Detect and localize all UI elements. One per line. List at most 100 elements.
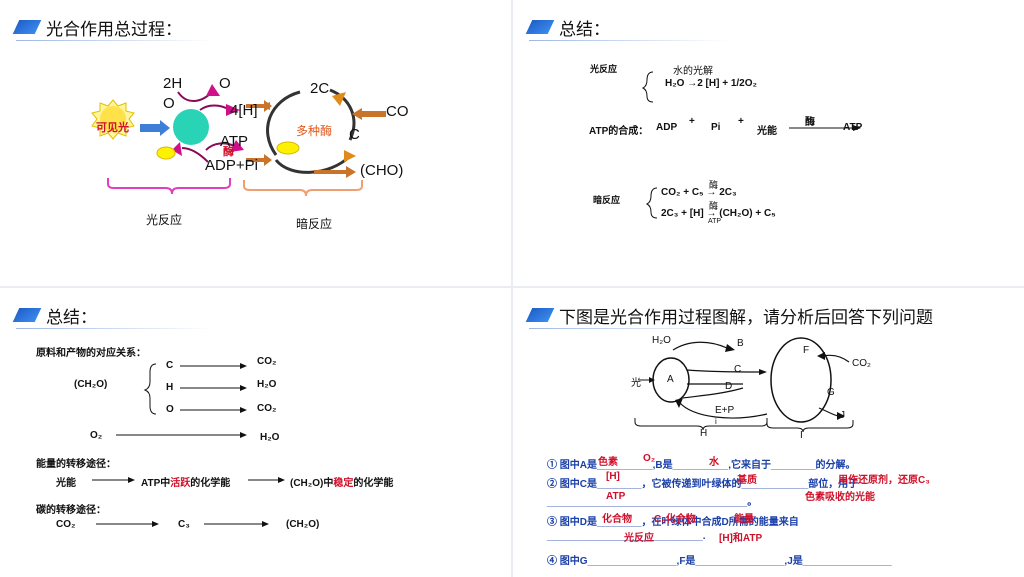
answer-3b: C₅化合物 xyxy=(654,514,696,525)
answer-2b: 基质 xyxy=(737,475,757,486)
diagram-h: H xyxy=(700,428,708,439)
stable-word: 稳定 xyxy=(333,478,354,489)
adp-term: ADP xyxy=(656,122,678,133)
question-1: ① 图中A是__________,B是__________,它来自于______… xyxy=(547,460,856,471)
enzyme-over-arrow: 酶 xyxy=(805,117,815,128)
energy-ch2o-stage: (CH₂O)中稳定的化学能 xyxy=(290,474,393,489)
c-source-co2: CO₂ xyxy=(257,356,277,367)
slide-header: 总结： xyxy=(525,14,610,40)
multi-enzyme-label: 多种酶 xyxy=(296,124,333,138)
slide-header: 下图是光合作用过程图解，请分析后回答下列问题 xyxy=(525,302,933,328)
co-label: CO xyxy=(386,103,409,120)
question-4: ④ 图中G________________,F是________________… xyxy=(547,556,892,567)
diagram-c: C xyxy=(734,364,742,375)
equations-lines xyxy=(641,71,861,219)
diagram-h2o: H₂O xyxy=(652,335,671,346)
diagram-a: A xyxy=(667,374,674,385)
slide-question: 下图是光合作用过程图解，请分析后回答下列问题 H₂O B 光 A C D F C… xyxy=(513,288,1024,577)
slide-title: 下图是光合作用过程图解，请分析后回答下列问题 xyxy=(559,307,933,327)
chem-energy-text-1: 的化学能 xyxy=(190,478,231,489)
c3-reduction-equation: 2C₃ + [H] → (CH₂O) + C₅ xyxy=(661,208,776,219)
o-source-co2: CO₂ xyxy=(257,403,277,414)
water-photolysis-label: 水的光解 xyxy=(673,66,713,77)
enzyme-label: 酶 xyxy=(223,146,234,158)
header-underline xyxy=(529,328,729,329)
pigment-circle xyxy=(173,109,209,145)
overview-diagram xyxy=(91,84,386,197)
light-arrow-icon xyxy=(140,120,170,136)
answer-2a: [H] xyxy=(606,471,620,482)
answer-2e: 色素吸收的光能 xyxy=(805,492,875,503)
question-diagram xyxy=(634,337,854,433)
element-c: C xyxy=(166,360,174,371)
ch2o-source: (CH₂O) xyxy=(74,379,108,390)
light-energy-term: 光能 xyxy=(757,126,777,137)
energy-path-heading: 能量的转移途径： xyxy=(36,459,116,470)
h2o-label-top: 2H xyxy=(163,75,183,92)
enzyme-over-eq1: 酶 xyxy=(709,180,719,190)
diagram-co2: CO₂ xyxy=(852,358,871,369)
answer-2c: 用作还原剂，还原C₃ xyxy=(838,475,930,486)
carbon-c3: C₃ xyxy=(178,519,190,530)
light-energy: 光能 xyxy=(56,478,76,489)
active-word: 活跃 xyxy=(170,478,191,489)
slide-title: 光合作用总过程： xyxy=(46,19,182,39)
question-2: ② 图中C是________，它被传递到叶绿体的____________部位，用… xyxy=(547,479,859,490)
carbon-ch2o: (CH₂O) xyxy=(286,519,320,530)
diagram-j: J xyxy=(840,410,845,421)
dark-reaction-label: 暗反应 xyxy=(296,217,333,231)
diagram-big-i: I xyxy=(800,430,803,441)
atp-label: ATP xyxy=(220,133,249,150)
diagram-g: G xyxy=(827,387,835,398)
slide-header: 光合作用总过程： xyxy=(12,14,182,40)
oxygen-label: O xyxy=(219,75,231,92)
answer-3e: [H]和ATP xyxy=(719,533,763,544)
diagram-ep: E+P xyxy=(715,405,735,416)
atp-in-text: ATP中 xyxy=(141,478,171,489)
small-sun-icon xyxy=(156,146,176,160)
answer-3a: 化合物 xyxy=(602,514,632,525)
o2-source-h2o: H₂O xyxy=(260,432,280,443)
atp-product: ATP xyxy=(843,122,863,133)
enzyme-over-eq2: 酶 xyxy=(709,201,719,211)
plus-sign-2: + xyxy=(738,116,744,127)
h2o-label-bottom: O xyxy=(163,95,175,112)
ch2o-in-text: (CH₂O)中 xyxy=(290,478,334,489)
answer-3c: 能量 xyxy=(734,514,754,525)
light-reaction-heading: 光反应 xyxy=(590,64,618,74)
chem-energy-text-2: 的化学能 xyxy=(353,478,394,489)
slide-header: 总结： xyxy=(12,302,97,328)
element-h: H xyxy=(166,382,174,393)
diagram-light: 光 xyxy=(631,378,641,389)
h-source-h2o: H₂O xyxy=(257,379,277,390)
c-label: C xyxy=(349,126,360,143)
slide-photosynthesis-overview: 光合作用总过程： 可见光 xyxy=(0,0,511,286)
c2-label: 2C xyxy=(310,80,330,97)
answer-3d: 光反应 xyxy=(624,533,654,544)
atp-under-arrow: ATP xyxy=(708,218,722,225)
answer-2d: ATP xyxy=(606,491,626,502)
hydrogen-label: 4[H] xyxy=(230,102,258,119)
small-sun-icon-2 xyxy=(276,141,300,155)
element-o: O xyxy=(166,404,174,415)
diagram-b: B xyxy=(737,338,744,349)
answer-1b: O₂ xyxy=(643,453,656,464)
question-3: ③ 图中D是________，在叶绿体中合成D所需的能量来自 xyxy=(547,517,799,528)
answer-1c: 水 xyxy=(709,457,719,468)
header-underline xyxy=(529,40,729,41)
pi-term: Pi xyxy=(711,122,721,133)
correspondence-heading: 原料和产物的对应关系： xyxy=(36,348,146,359)
question-3-line: ____________________________. xyxy=(547,531,706,542)
energy-atp-stage: ATP中活跃的化学能 xyxy=(141,474,230,489)
plus-sign-1: + xyxy=(689,116,695,127)
water-equation: H₂O →2 [H] + 1/2O₂ xyxy=(665,78,757,89)
atp-synthesis-heading: ATP的合成： xyxy=(589,126,649,137)
header-underline xyxy=(16,328,216,329)
cho-label: (CHO) xyxy=(360,162,404,179)
slide-title: 总结： xyxy=(46,307,97,327)
question-2-line: ____________________________________。 xyxy=(547,497,758,508)
slide-summary-equations: 总结： 光反应 水的光解 H₂O →2 [H] + 1/2O₂ ATP的合成： … xyxy=(513,0,1024,286)
diagram-i-small: i xyxy=(715,417,717,426)
slide-title: 总结： xyxy=(559,19,610,39)
transfer-arrows xyxy=(92,363,285,527)
